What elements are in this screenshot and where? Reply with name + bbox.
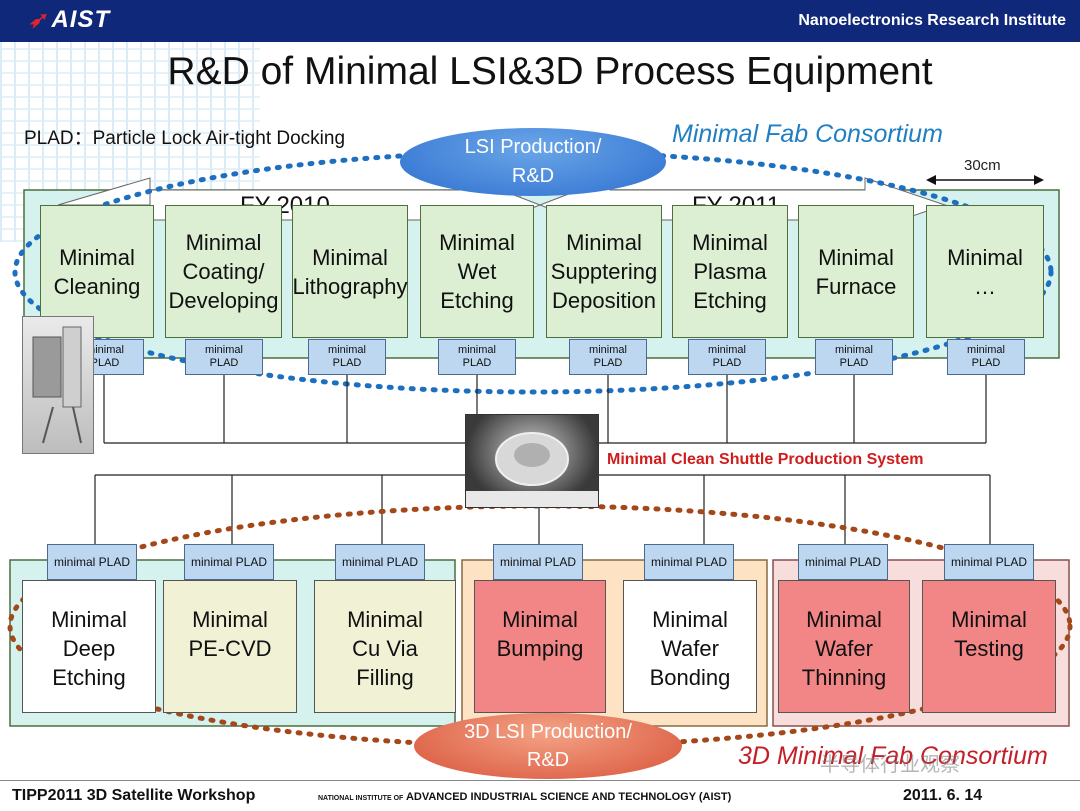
equipment-bumping: Minimal Bumping [474, 580, 606, 713]
equipment-lithography: Minimal Lithography [292, 205, 408, 338]
footer-institute: NATIONAL INSTITUTE OF ADVANCED INDUSTRIA… [318, 791, 731, 803]
footer-date: 2011. 6. 14 [903, 787, 983, 804]
equipment-testing: Minimal Testing [922, 580, 1056, 713]
equipment-pe-cvd: Minimal PE-CVD [163, 580, 297, 713]
footer-institute-prefix: NATIONAL INSTITUTE OF [318, 795, 404, 802]
equipment-deep-etching: Minimal Deep Etching [22, 580, 156, 713]
plad-wafer-bonding: minimal PLAD [644, 544, 734, 580]
bottom-connectors [94, 474, 991, 545]
footer-workshop: TIPP2011 3D Satellite Workshop [12, 787, 256, 804]
3d-lsi-production-ellipse: 3D LSI Production/ R&D [414, 713, 682, 779]
equipment-cleaning: Minimal Cleaning [40, 205, 154, 338]
equipment-furnace: Minimal Furnace [798, 205, 914, 338]
plad-plasma-etching: minimal PLAD [688, 339, 766, 375]
plad-testing: minimal PLAD [944, 544, 1034, 580]
equipment-more: Minimal … [926, 205, 1044, 338]
plad-pe-cvd: minimal PLAD [184, 544, 274, 580]
plad-definition: PLAD：Particle Lock Air-tight Docking [24, 128, 346, 149]
institute-name: Nanoelectronics Research Institute [798, 12, 1066, 29]
lsi-production-ellipse: LSI Production/ R&D [400, 128, 666, 196]
footer-bar [0, 780, 1080, 811]
footer-institute-name: ADVANCED INDUSTRIAL SCIENCE AND TECHNOLO… [405, 791, 732, 803]
plad-coating: minimal PLAD [185, 339, 263, 375]
device-illustration [32, 326, 82, 444]
shuttle-system-label: Minimal Clean Shuttle Production System [607, 451, 924, 468]
device-photo [22, 316, 94, 454]
scale-label: 30cm [964, 157, 1001, 174]
equipment-coating-developing: Minimal Coating/ Developing [165, 205, 282, 338]
equipment-cu-via-filling: Minimal Cu Via Filling [314, 580, 456, 713]
plad-wet-etching: minimal PLAD [438, 339, 516, 375]
watermark: 半导体行业观察 [820, 754, 960, 776]
plad-deep-etching: minimal PLAD [47, 544, 137, 580]
shuttle-photo [465, 414, 599, 508]
fab-consortium-label: Minimal Fab Consortium [672, 120, 943, 148]
plad-wafer-thinning: minimal PLAD [798, 544, 888, 580]
aist-logo: ➶AIST [28, 6, 110, 34]
header-bar [0, 0, 1080, 42]
equipment-wafer-bonding: Minimal Wafer Bonding [623, 580, 757, 713]
plad-deposition: minimal PLAD [569, 339, 647, 375]
swoosh-icon: ➶ [28, 7, 48, 32]
plad-cu-via: minimal PLAD [335, 544, 425, 580]
equipment-plasma-etching: Minimal Plasma Etching [672, 205, 788, 338]
3d-fab-consortium-label: 3D Minimal Fab Consortium [738, 742, 1048, 770]
plad-bumping: minimal PLAD [493, 544, 583, 580]
equipment-supptering-deposition: Minimal Supptering Deposition [546, 205, 662, 338]
plad-lithography: minimal PLAD [308, 339, 386, 375]
plad-furnace: minimal PLAD [815, 339, 893, 375]
equipment-wafer-thinning: Minimal Wafer Thinning [778, 580, 910, 713]
equipment-wet-etching: Minimal Wet Etching [420, 205, 534, 338]
plad-more: minimal PLAD [947, 339, 1025, 375]
top-connectors [103, 375, 987, 444]
logo-text: AIST [51, 6, 111, 33]
shuttle-illustration [466, 432, 598, 507]
page-title: R&D of Minimal LSI&3D Process Equipment [167, 50, 933, 93]
